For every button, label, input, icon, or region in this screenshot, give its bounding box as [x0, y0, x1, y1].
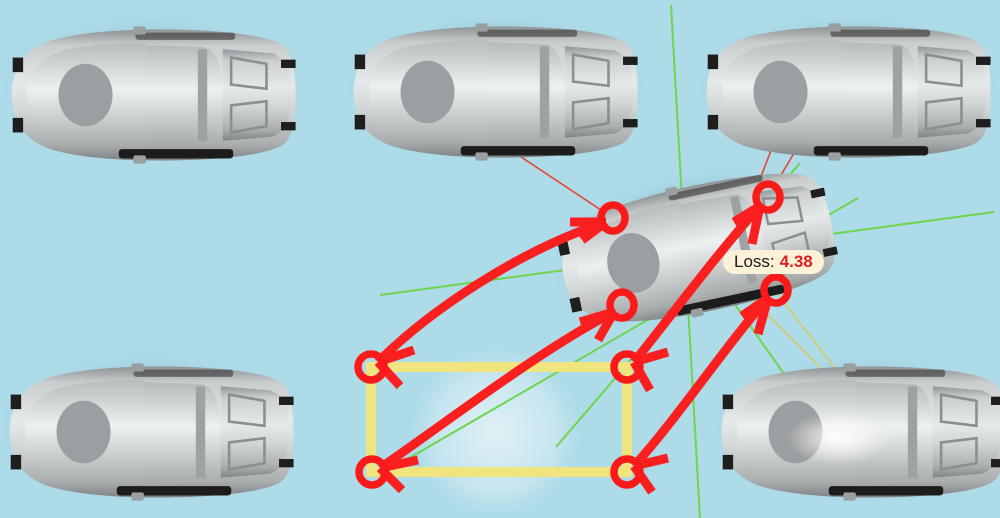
pred-corner-top-left[interactable] — [354, 350, 388, 384]
car-top-center — [352, 22, 639, 162]
car-bottom-left — [8, 362, 295, 502]
car-top-right — [705, 22, 992, 162]
arrowhead-gt-fr — [731, 202, 765, 245]
predicted-box — [366, 362, 632, 477]
arrowhead-gt-rr — [739, 294, 773, 336]
pred-corner-top-right[interactable] — [610, 350, 644, 384]
loss-label: Loss: 4.38 — [723, 250, 824, 274]
gt-corner-front-right[interactable] — [752, 180, 784, 214]
corner-markers — [354, 180, 792, 489]
gt-corner-rear-right[interactable] — [760, 273, 792, 307]
arrow-gt-rr-to-pred-br — [630, 294, 772, 470]
pred-corner-bottom-left[interactable] — [355, 455, 389, 489]
gt-corner-rear-left[interactable] — [606, 288, 638, 322]
loss-label-prefix: Loss: — [734, 252, 775, 271]
loss-label-value: 4.38 — [779, 252, 813, 271]
arrow-gt-rl-to-pred-bl — [377, 307, 617, 472]
car-top-left — [10, 25, 297, 165]
pred-corner-bottom-right[interactable] — [610, 455, 644, 489]
arrow-gt-fl-to-pred-tl — [374, 217, 608, 366]
arrow-gt-fr-to-pred-tr — [630, 202, 764, 365]
correspondence-arrows — [374, 202, 773, 495]
gt-corner-front-left[interactable] — [597, 201, 629, 235]
car-bottom-right — [720, 362, 1000, 502]
